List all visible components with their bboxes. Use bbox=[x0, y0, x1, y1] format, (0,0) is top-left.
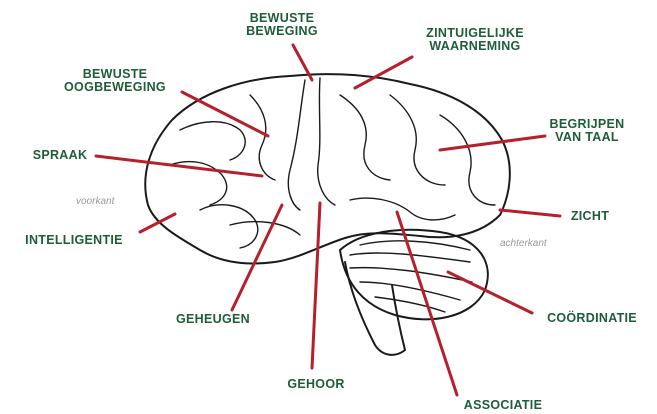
pointer-zicht bbox=[500, 210, 560, 216]
pointer-gehoor bbox=[312, 203, 320, 368]
pointer-lines bbox=[96, 45, 560, 395]
label-zintuigelijke-waarneming: ZINTUIGELIJKE WAARNEMING bbox=[405, 27, 545, 53]
label-intelligentie: INTELLIGENTIE bbox=[8, 234, 140, 247]
label-spraak: SPRAAK bbox=[24, 149, 96, 162]
pointer-associatie bbox=[397, 212, 457, 395]
label-coordinatie: COÖRDINATIE bbox=[530, 312, 654, 325]
pointer-coordinatie bbox=[448, 272, 532, 313]
label-geheugen: GEHEUGEN bbox=[168, 313, 258, 326]
label-begrijpen-van-taal: BEGRIJPEN VAN TAAL bbox=[542, 118, 632, 144]
label-zicht: ZICHT bbox=[560, 210, 620, 223]
pointer-geheugen bbox=[232, 205, 282, 310]
pointer-bewuste-oogbeweging bbox=[182, 92, 268, 136]
label-bewuste-oogbeweging: BEWUSTE OOGBEWEGING bbox=[48, 68, 182, 94]
label-achterkant: achterkant bbox=[500, 238, 547, 249]
cerebellum-outline bbox=[340, 230, 488, 320]
brainstem-outline bbox=[345, 262, 405, 355]
label-bewuste-beweging: BEWUSTE BEWEGING bbox=[240, 12, 324, 38]
label-associatie: ASSOCIATIE bbox=[448, 399, 558, 412]
label-gehoor: GEHOOR bbox=[280, 378, 352, 391]
brain-gyri bbox=[170, 78, 495, 312]
label-voorkant: voorkant bbox=[76, 196, 114, 207]
pointer-intelligentie bbox=[140, 214, 175, 232]
pointer-begrijpen-van-taal bbox=[440, 136, 545, 150]
pointer-spraak bbox=[96, 156, 262, 176]
